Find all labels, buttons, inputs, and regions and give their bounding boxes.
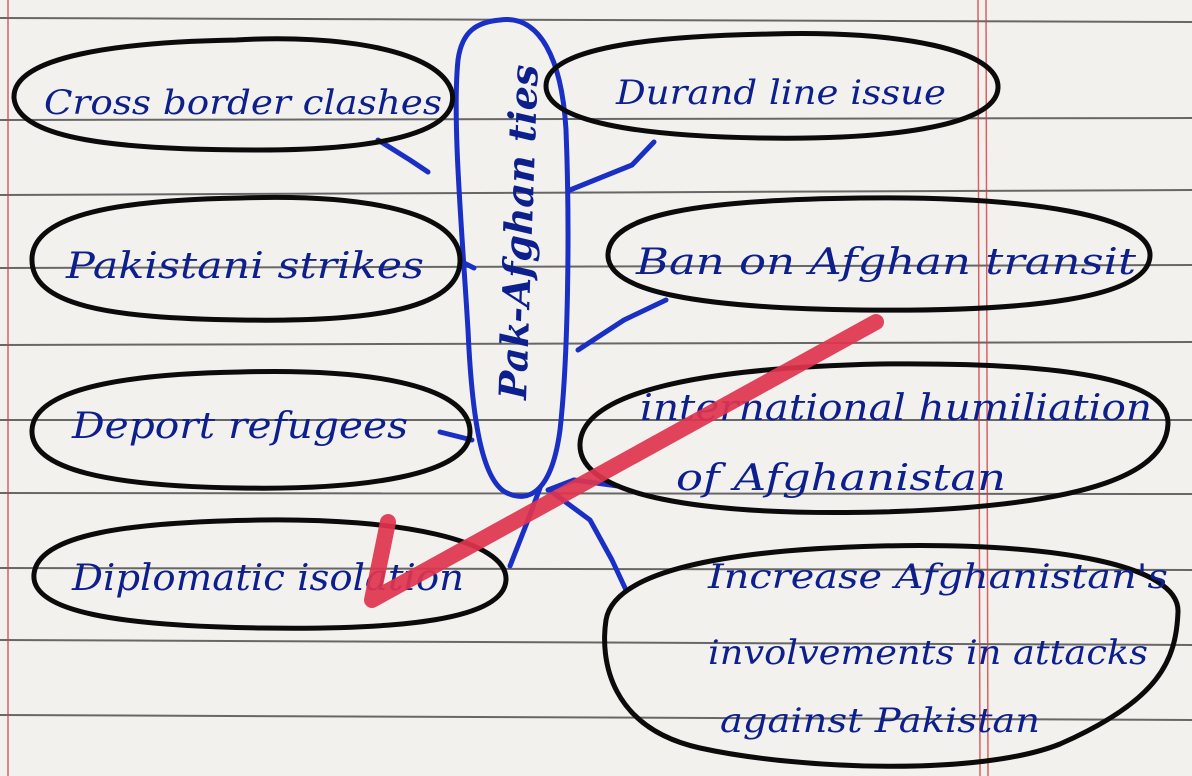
center-node-outline — [453, 17, 571, 499]
node-label: Pakistani strikes — [65, 246, 424, 287]
ruled-lines — [0, 17, 1192, 721]
node-label-line2: of Afghanistan — [676, 458, 1006, 499]
connector-cross-border — [375, 137, 431, 175]
connector-durand — [567, 139, 657, 193]
connector-involvement — [549, 489, 629, 593]
node-label-line1: Increase Afghanistan's — [707, 557, 1168, 597]
connector-transit — [575, 297, 669, 353]
node-outline — [605, 195, 1153, 313]
node-outline — [29, 194, 463, 323]
node-outline — [11, 36, 456, 153]
node-deport-refugees: Deport refugees — [29, 369, 473, 491]
node-label-line2: involvements in attacks — [708, 633, 1148, 673]
node-outline — [602, 543, 1181, 769]
margin-lines — [7, 0, 989, 776]
center-node-label: Pak-Afghan ties — [490, 64, 547, 402]
node-durand-line: Durand line issue — [543, 31, 1001, 141]
connector-strikes — [459, 259, 477, 271]
node-cross-border: Cross border clashes — [11, 36, 456, 153]
node-label: Cross border clashes — [44, 83, 442, 123]
node-involvement: Increase Afghanistan's involvements in a… — [602, 543, 1181, 769]
node-ban-transit: Ban on Afghan transit — [605, 195, 1153, 313]
red-check-mark — [364, 314, 884, 608]
node-outline — [543, 31, 1001, 141]
node-outline — [29, 369, 473, 491]
node-label: Ban on Afghan transit — [635, 242, 1137, 283]
connectors — [375, 137, 669, 593]
node-outline — [577, 361, 1171, 515]
node-label: Deport refugees — [71, 406, 408, 447]
node-pakistani-strikes: Pakistani strikes — [29, 194, 463, 323]
node-label: Durand line issue — [615, 73, 946, 113]
node-label-line3: against Pakistan — [720, 701, 1040, 741]
